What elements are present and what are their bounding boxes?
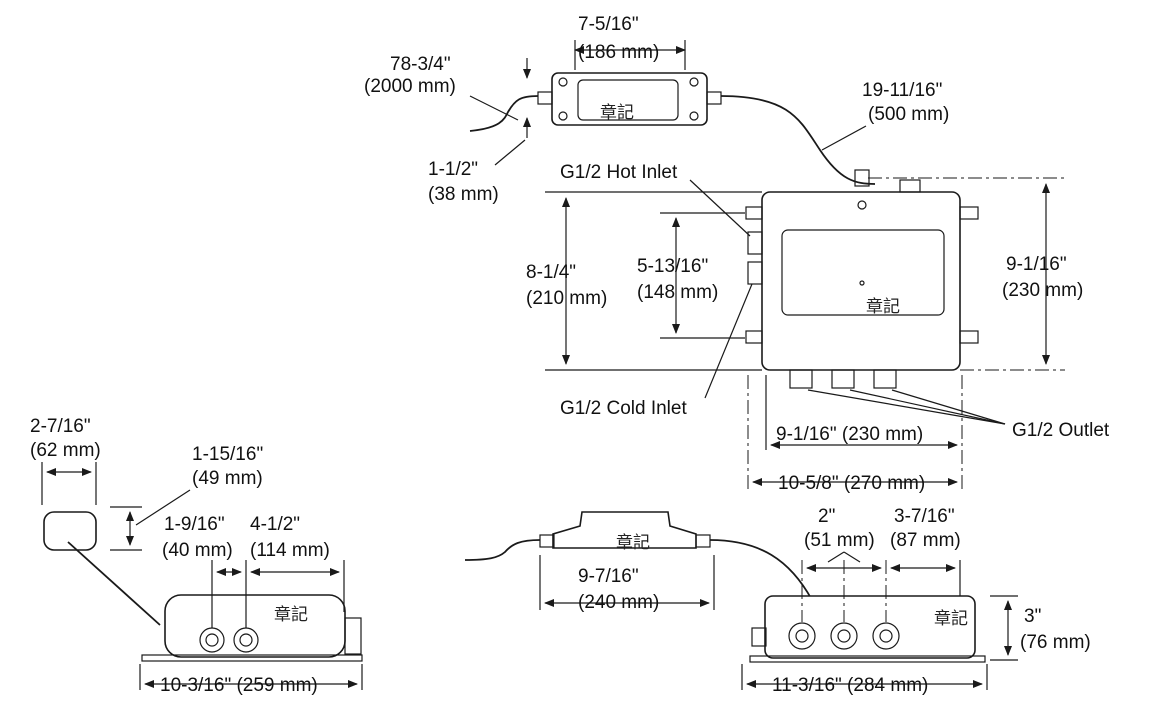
- watermark: 章記: [866, 297, 900, 317]
- sensor-width-mm: (186 mm): [578, 42, 659, 63]
- cable-length-mm: (2000 mm): [364, 76, 456, 97]
- sensor-side-view: 章記: [464, 511, 813, 601]
- hot-inlet-label: G1/2 Hot Inlet: [560, 162, 678, 183]
- outlet-spacing-in: 2": [818, 506, 835, 527]
- outlet-offset-mm: (87 mm): [890, 530, 961, 551]
- valve-side-view: 章記: [43, 511, 363, 662]
- cold-inlet-label: G1/2 Cold Inlet: [560, 398, 687, 419]
- outlet-spacing-mm: (51 mm): [804, 530, 875, 551]
- outlet-offset-in: 3-7/16": [894, 506, 955, 527]
- inlet-spacing-in: 5-13/16": [637, 256, 708, 277]
- valve-height-in: 8-1/4": [526, 262, 576, 283]
- sensor-module-top: 章記: [469, 72, 876, 185]
- watermark: 章記: [934, 609, 968, 629]
- connector-cable-mm: (500 mm): [868, 104, 949, 125]
- sensor-side-width-in: 9-7/16": [578, 566, 639, 587]
- cable-length-in: 78-3/4": [390, 54, 451, 75]
- side-offset-mm: (114 mm): [250, 540, 330, 561]
- overall-height-mm: (230 mm): [1002, 280, 1083, 301]
- sensor-height-mm: (38 mm): [428, 184, 499, 205]
- front-width-label: 11-3/16" (284 mm): [772, 675, 928, 696]
- sensor-cap-in: 2-7/16": [30, 416, 91, 437]
- side-inlet-spacing-in: 1-9/16": [164, 514, 225, 535]
- side-inlet-spacing-mm: (40 mm): [162, 540, 233, 561]
- sensor-height-in: 1-1/2": [428, 159, 478, 180]
- watermark: 章記: [616, 533, 650, 553]
- cap-height-in: 1-15/16": [192, 444, 263, 465]
- sensor-width-in: 7-5/16": [578, 14, 639, 35]
- outlet-label: G1/2 Outlet: [1012, 420, 1110, 441]
- valve-width-label: 9-1/16" (230 mm): [776, 424, 923, 445]
- box-height-in: 3": [1024, 606, 1041, 627]
- cap-height-mm: (49 mm): [192, 468, 263, 489]
- connector-cable-in: 19-11/16": [862, 80, 942, 101]
- sensor-side-width-mm: (240 mm): [578, 592, 659, 613]
- watermark: 章記: [274, 605, 308, 625]
- sensor-cap-mm: (62 mm): [30, 440, 101, 461]
- side-offset-in: 4-1/2": [250, 514, 300, 535]
- side-width-label: 10-3/16" (259 mm): [160, 675, 318, 696]
- watermark: 章記: [600, 103, 634, 123]
- overall-width-label: 10-5/8" (270 mm): [778, 473, 925, 494]
- inlet-spacing-mm: (148 mm): [637, 282, 718, 303]
- box-height-mm: (76 mm): [1020, 632, 1091, 653]
- valve-height-mm: (210 mm): [526, 288, 607, 309]
- valve-front-view: 章記: [745, 169, 979, 389]
- valve-bottom-view: 章記: [749, 595, 986, 663]
- overall-height-in: 9-1/16": [1006, 254, 1067, 275]
